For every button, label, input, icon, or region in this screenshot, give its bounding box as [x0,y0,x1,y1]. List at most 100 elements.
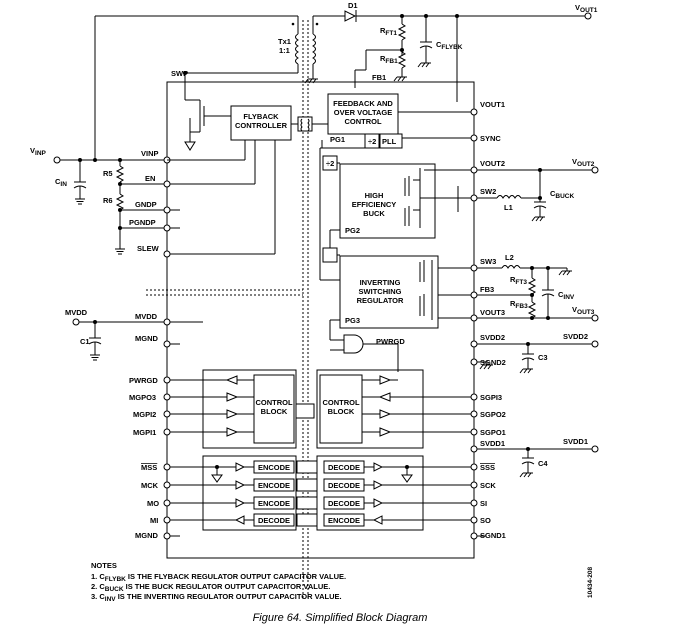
cbuck-sub: BUCK [555,193,574,200]
note-1: 1. CFLYBK IS THE FLYBACK REGULATOR OUTPU… [91,572,346,583]
pin-mgnd-bottom: MGND [135,531,158,540]
decode-4: DECODE [258,516,290,525]
pwrgd-internal-label: PWRGD [376,337,405,346]
cbuck-label: CBUCK [550,189,575,200]
pin-sck: SCK [480,481,496,490]
pll-label: PLL [382,137,397,146]
pin-fb3: FB3 [480,285,494,294]
note-1-sub: FLYBK [105,576,126,583]
r6-label: R6 [103,196,113,205]
cinv-label: CINV [558,290,575,301]
mvdd-net-label: MVDD [65,308,88,317]
pwrgd-gate [330,334,399,372]
left-pins [163,156,171,540]
rft1-main: R [380,26,386,35]
pin-sgnd1: SGND1 [480,531,506,540]
vout2-net-sub: OUT2 [577,161,595,168]
flyback-section [167,99,313,255]
l1-label: L1 [504,203,513,212]
pin-mgpi2: MGPI2 [133,410,156,419]
c4-label: C4 [538,459,548,468]
secondary-supply-caps [477,340,599,537]
inverting-line3: REGULATOR [357,296,404,305]
pin-mgnd-top: MGND [135,334,158,343]
rfb3-label: RFB3 [510,299,528,310]
tx1-ratio-label: 1:1 [279,46,290,55]
decode-3: DECODE [328,499,360,508]
rft1-label: RFT1 [380,26,397,37]
pin-sw3: SW3 [480,257,496,266]
pin-sync: SYNC [480,134,501,143]
cflybk-sub: FLYBK [441,44,462,51]
pin-si: SI [480,499,487,508]
pin-vout3: VOUT3 [480,308,505,317]
cbuck-main: C [550,189,556,198]
rft1-sub: FT1 [385,30,397,37]
vout1-net-label: VOUT1 [575,3,598,14]
pin-pgndp: PGNDP [129,218,156,227]
vout2-net-main: V [572,157,577,166]
decode-2: DECODE [328,481,360,490]
pin-vout1: VOUT1 [480,100,505,109]
div2-a-label: ÷2 [368,137,376,146]
pin-sgnd2: SGND2 [480,358,506,367]
note-1-rest: IS THE FLYBACK REGULATOR OUTPUT CAPACITO… [126,572,346,581]
pin-mi: MI [150,516,158,525]
note-1-sym: C [99,572,105,581]
pg2-label: PG2 [345,226,360,235]
rfb1-main: R [380,54,386,63]
r5-label: R5 [103,169,113,178]
buck-line3: BUCK [363,209,385,218]
inverting-line1: INVERTING [360,278,401,287]
spi-section [170,455,471,531]
figure-caption: Figure 64. Simplified Block Diagram [253,612,428,624]
l2-label: L2 [505,253,514,262]
note-3-sub: INV [105,596,117,603]
input-network [53,16,165,361]
vinp-net-main: V [30,146,35,155]
pin-sgpo1: SGPO1 [480,428,506,437]
vinp-net-sub: INP [35,150,47,157]
div2-b-label: ÷2 [326,159,334,168]
pin-sss: SSS [480,463,495,472]
vout1-net-main: V [575,3,580,12]
note-2-num: 2. [91,582,99,591]
pin-mck: MCK [141,481,159,490]
vout1-net-sub: OUT1 [580,7,598,14]
feedback-line2: OVER VOLTAGE [334,108,392,117]
side-code: 10434-208 [587,567,594,598]
buck-line1: HIGH [365,191,384,200]
encode-3: ENCODE [258,499,290,508]
swp-label: SWP [171,69,188,78]
rft3-main: R [510,275,516,284]
pin-sw2: SW2 [480,187,496,196]
control-left-line1: CONTROL [255,398,292,407]
pin-mgpi1: MGPI1 [133,428,156,437]
control-right-line1: CONTROL [322,398,359,407]
pin-vout2: VOUT2 [480,159,505,168]
rft3-label: RFT3 [510,275,527,286]
cinv-main: C [558,290,564,299]
decode-1: DECODE [328,463,360,472]
fb1-label: FB1 [372,73,386,82]
svdd2-net-label: SVDD2 [563,332,588,341]
pin-gndp: GNDP [135,200,157,209]
pin-sgpi3: SGPI3 [480,393,502,402]
vout2-net-label: VOUT2 [572,157,595,168]
cin-label: CIN [55,177,67,188]
vout3-net-main: V [572,305,577,314]
flyback-line1: FLYBACK [243,112,279,121]
cflybk-main: C [436,40,442,49]
flyback-line2: CONTROLLER [235,121,288,130]
note-3-num: 3. [91,592,99,601]
note-1-num: 1. [91,572,99,581]
buck-line2: EFFICIENCY [352,200,397,209]
encode-1: ENCODE [258,463,290,472]
pin-mgpo3: MGPO3 [129,393,156,402]
note-3-sym: C [99,592,105,601]
flyback-output-stage [95,10,592,102]
feedback-line3: CONTROL [344,117,381,126]
control-left-line2: BLOCK [261,407,288,416]
svdd1-net-label: SVDD1 [563,437,588,446]
